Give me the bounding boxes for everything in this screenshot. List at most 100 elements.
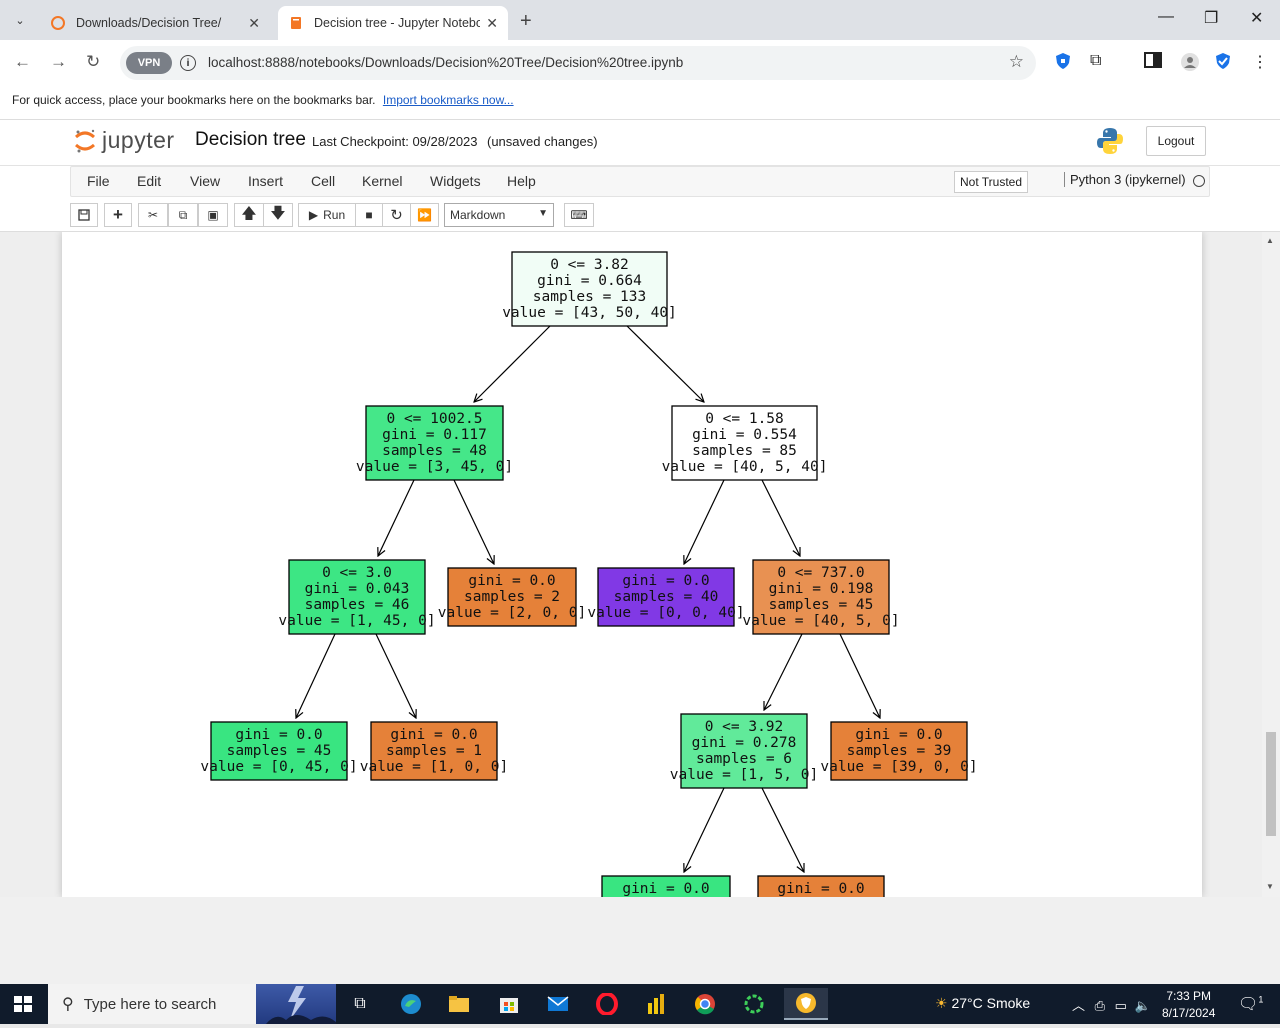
address-bar[interactable]: VPN i localhost:8888/notebooks/Downloads…	[120, 46, 1036, 80]
extensions-puzzle-icon[interactable]: ⧉	[1090, 52, 1102, 69]
mail-icon[interactable]	[545, 992, 571, 1016]
notification-center-icon[interactable]: 🗨1	[1238, 994, 1264, 1013]
close-tab-icon[interactable]: ✕	[248, 14, 260, 31]
menu-insert[interactable]: Insert	[248, 173, 284, 189]
url-text[interactable]: localhost:8888/notebooks/Downloads/Decis…	[208, 55, 684, 70]
notebook-toolbar: + ✂ ⧉ ▣ 🡅 🡇 ▶ Run ■ ↻ ⏩ Markdown ▼ ⌨	[0, 199, 1280, 232]
tree-node-line: samples = 1	[386, 743, 482, 759]
jupyter-favicon-icon	[51, 16, 65, 30]
jupyter-header: jupyter Decision tree Last Checkpoint: 0…	[0, 120, 1280, 166]
tree-node: gini = 0.0	[757, 875, 885, 897]
tab-downloads[interactable]: Downloads/Decision Tree/ ✕	[40, 6, 270, 40]
system-tray[interactable]: ︿ ⎙ ▭ 🔈	[1072, 995, 1151, 1014]
shield-extension-icon[interactable]	[1055, 52, 1071, 75]
chrome-icon[interactable]	[692, 992, 718, 1016]
tray-chevron-icon[interactable]: ︿	[1072, 998, 1086, 1013]
tree-node-box	[757, 875, 885, 897]
taskbar-search[interactable]: ⚲ Type here to search	[48, 984, 336, 1024]
menu-edit[interactable]: Edit	[137, 173, 162, 189]
last-checkpoint: Last Checkpoint: 09/28/2023	[312, 134, 478, 149]
cell-type-select[interactable]: Markdown ▼	[444, 203, 554, 227]
notebook-scrollbar[interactable]: ▲ ▼	[1262, 232, 1280, 897]
menu-kernel[interactable]: Kernel	[362, 173, 403, 189]
minimize-icon[interactable]: —	[1158, 8, 1174, 25]
kernel-name[interactable]: Python 3 (ipykernel)	[1064, 172, 1186, 187]
jupyter-logo[interactable]: jupyter	[74, 127, 175, 154]
tab-decision-tree[interactable]: Decision tree - Jupyter Notebo ✕	[278, 6, 508, 40]
tree-node-line: gini = 0.0	[622, 881, 709, 897]
security-shield-icon[interactable]	[1214, 52, 1232, 75]
menu-file[interactable]: File	[87, 173, 110, 189]
scroll-thumb[interactable]	[1266, 732, 1276, 836]
insert-cell-icon[interactable]: +	[104, 203, 132, 227]
power-bi-icon[interactable]	[643, 992, 669, 1016]
paste-icon[interactable]: ▣	[198, 203, 228, 227]
import-bookmarks-link[interactable]: Import bookmarks now...	[382, 93, 514, 107]
scroll-down-icon[interactable]: ▼	[1266, 882, 1274, 891]
menu-cell[interactable]: Cell	[311, 173, 336, 189]
menubar-container: File Edit View Insert Cell Kernel Widget…	[70, 166, 1210, 197]
menu-widgets[interactable]: Widgets	[430, 173, 481, 189]
bookmarks-bar: For quick access, place your bookmarks h…	[0, 86, 1280, 120]
back-icon[interactable]: ←	[14, 52, 31, 71]
vpn-browser-icon[interactable]	[784, 988, 828, 1020]
side-panel-icon[interactable]	[1144, 52, 1162, 73]
close-window-icon[interactable]: ✕	[1250, 10, 1264, 27]
new-tab-button[interactable]: +	[520, 10, 532, 32]
tab-search-icon[interactable]: ⌄	[15, 14, 25, 27]
search-icon: ⚲	[62, 996, 74, 1013]
file-explorer-icon[interactable]	[446, 992, 472, 1016]
taskbar-clock[interactable]: 7:33 PM 8/17/2024	[1162, 988, 1215, 1022]
bookmark-star-icon[interactable]: ☆	[1008, 52, 1024, 71]
copy-icon[interactable]: ⧉	[168, 203, 198, 227]
move-up-icon[interactable]: 🡅	[234, 203, 264, 227]
keyboard-icon[interactable]: ⌨	[564, 203, 594, 227]
forward-icon[interactable]: →	[50, 52, 67, 71]
fast-forward-icon[interactable]: ⏩	[410, 203, 439, 227]
menu-view[interactable]: View	[190, 173, 221, 189]
notebook-name[interactable]: Decision tree	[195, 129, 306, 150]
tree-node-line: 0 <= 1002.5	[386, 411, 482, 427]
tree-node-box	[447, 567, 577, 627]
chevron-down-icon: ▼	[538, 208, 548, 219]
opera-icon[interactable]	[594, 992, 620, 1016]
tree-node-line: value = [1, 5, 0]	[670, 767, 818, 783]
tree-node-line: gini = 0.664	[537, 273, 642, 289]
volume-icon[interactable]: 🔈	[1134, 998, 1151, 1013]
meet-now-icon[interactable]: ⎙	[1094, 998, 1106, 1013]
tree-node-line: gini = 0.0	[468, 573, 555, 589]
restore-icon[interactable]: ❐	[1204, 10, 1219, 27]
logout-button[interactable]: Logout	[1146, 126, 1206, 156]
trust-button[interactable]: Not Trusted	[954, 171, 1029, 193]
windows-start-icon[interactable]	[14, 996, 32, 1012]
edge-icon[interactable]	[398, 992, 424, 1016]
restart-icon[interactable]: ↻	[382, 203, 411, 227]
run-button[interactable]: ▶ Run	[298, 203, 356, 227]
interrupt-stop-icon[interactable]: ■	[355, 203, 383, 227]
move-down-icon[interactable]: 🡇	[263, 203, 293, 227]
menu-help[interactable]: Help	[507, 173, 536, 189]
profile-avatar-icon[interactable]	[1180, 52, 1200, 77]
microsoft-store-icon[interactable]	[496, 992, 522, 1016]
tree-node-line: samples = 48	[382, 443, 487, 459]
reload-icon[interactable]: ↻	[86, 52, 101, 71]
site-info-icon[interactable]: i	[180, 55, 196, 71]
task-view-icon[interactable]: ⧉	[354, 995, 366, 1012]
weather-widget[interactable]: ☀ 27°C Smoke	[935, 995, 1030, 1012]
browser-menu-icon[interactable]: ⋮	[1252, 54, 1268, 71]
network-icon[interactable]: ▭	[1114, 998, 1127, 1013]
loading-app-icon[interactable]	[741, 992, 767, 1016]
cut-icon[interactable]: ✂	[138, 203, 168, 227]
scroll-up-icon[interactable]: ▲	[1266, 236, 1274, 245]
close-tab-icon[interactable]: ✕	[486, 14, 498, 31]
menubar: File Edit View Insert Cell Kernel Widget…	[0, 166, 1280, 199]
bookmarks-prompt: For quick access, place your bookmarks h…	[12, 93, 376, 107]
save-icon[interactable]	[70, 203, 98, 227]
vpn-badge[interactable]: VPN	[126, 52, 172, 74]
